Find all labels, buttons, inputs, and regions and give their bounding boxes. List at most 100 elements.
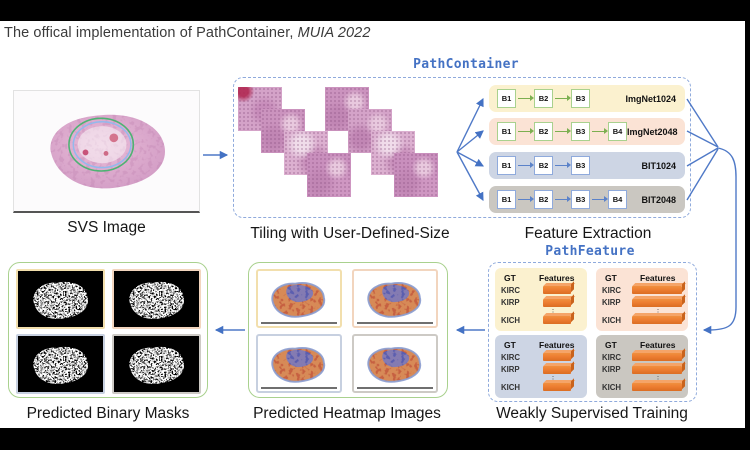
tiling-label: Tiling with User-Defined-Size — [250, 225, 450, 242]
feature-bar — [543, 316, 571, 324]
block-b3: B3 — [571, 122, 590, 141]
class-label: KIRP — [602, 298, 621, 307]
feature-bar — [632, 365, 682, 374]
block-label: B2 — [538, 195, 549, 204]
binary-mask-bit1024 — [16, 334, 105, 394]
features-header: Features — [640, 340, 676, 350]
arrow-features-to-training — [702, 147, 737, 335]
class-label: KIRC — [602, 352, 622, 362]
class-label: KICH — [501, 382, 521, 392]
block-label: B2 — [538, 94, 549, 103]
page-title: The offical implementation of PathContai… — [4, 25, 371, 41]
merge-line-row4 — [686, 148, 719, 201]
features-header: Features — [640, 273, 676, 283]
merge-line-row2 — [686, 130, 719, 148]
training-label: Weakly Supervised Training — [496, 405, 688, 422]
feature-bar — [543, 353, 571, 361]
class-label: KIRC — [501, 352, 521, 362]
feature-bar — [632, 383, 682, 391]
gt-header: GT — [605, 340, 617, 350]
block-b2: B2 — [534, 190, 553, 209]
feature-bag-bit1024: GT Features KIRC KIRP ⋮ KICH — [495, 335, 587, 398]
features-header: Features — [539, 273, 575, 283]
feature-bar — [543, 286, 571, 294]
backbone-row-imgnet2048: B1 B2 B3 B4 ImgNet2048 — [489, 118, 685, 145]
merge-line-row3 — [686, 147, 719, 167]
backbone-name: ImgNet2048 — [627, 126, 678, 137]
feature-bar — [543, 298, 571, 307]
block-b1: B1 — [497, 190, 516, 209]
backbone-name: BIT2048 — [641, 194, 676, 205]
backbone-name: ImgNet1024 — [625, 93, 676, 104]
svs-image-label: SVS Image — [67, 219, 146, 236]
histology-tile — [394, 153, 438, 197]
block-b3: B3 — [571, 156, 590, 175]
block-b2: B2 — [534, 156, 553, 175]
histology-tile — [307, 153, 351, 197]
class-label: KICH — [602, 315, 622, 325]
ellipsis: ⋮ — [654, 305, 662, 314]
heatmaps-label: Predicted Heatmap Images — [253, 405, 441, 422]
class-label: KICH — [602, 382, 622, 392]
ellipsis: ⋮ — [654, 372, 662, 381]
arrow-right-icon — [518, 195, 534, 204]
page-title-venue: MUIA 2022 — [297, 25, 371, 41]
feature-bar — [543, 365, 571, 374]
backbone-row-bit1024: B1 B2 B3 BIT1024 — [489, 152, 685, 179]
feature-bar — [632, 286, 682, 294]
block-b4: B4 — [608, 122, 627, 141]
ellipsis: ⋮ — [549, 305, 557, 314]
arrow-right-icon — [592, 127, 608, 136]
arrow-right-icon — [555, 94, 571, 103]
svs-slide-image — [13, 90, 200, 213]
path-feature-title: PathFeature — [545, 244, 635, 259]
block-label: B1 — [501, 94, 512, 103]
heatmap-image-bit2048 — [352, 334, 438, 393]
feature-bar — [632, 298, 682, 307]
block-label: B1 — [501, 127, 512, 136]
backbone-row-bit2048: B1 B2 B3 B4 BIT2048 — [489, 186, 685, 213]
block-label: B2 — [538, 161, 549, 170]
class-label: KIRP — [501, 365, 520, 374]
class-label: KIRC — [602, 285, 622, 295]
block-b1: B1 — [497, 122, 516, 141]
merge-line-row1 — [686, 98, 719, 148]
block-label: B2 — [538, 127, 549, 136]
features-header: Features — [539, 340, 575, 350]
arrow-right-icon — [518, 161, 534, 170]
arrow-right-icon — [592, 195, 608, 204]
svs-tissue-art — [50, 114, 166, 189]
feature-extraction-label: Feature Extraction — [524, 225, 652, 242]
block-b1: B1 — [497, 89, 516, 108]
gt-header: GT — [504, 273, 516, 283]
heatmap-image-imgnet1024 — [256, 269, 342, 328]
figure-canvas: The offical implementation of PathContai… — [0, 21, 745, 428]
path-feature-box — [488, 262, 697, 402]
feature-bar — [632, 316, 682, 324]
ellipsis: ⋮ — [549, 372, 557, 381]
block-label: B3 — [575, 161, 586, 170]
block-label: B4 — [612, 127, 623, 136]
feature-bar — [543, 383, 571, 391]
backbone-name: BIT1024 — [641, 160, 676, 171]
block-label: B4 — [612, 195, 623, 204]
block-b2: B2 — [534, 89, 553, 108]
class-label: KICH — [501, 315, 521, 325]
page-title-text: The offical implementation of PathContai… — [4, 25, 298, 41]
backbone-row-imgnet1024: B1 B2 B3 ImgNet1024 — [489, 85, 685, 112]
class-label: KIRP — [602, 365, 621, 374]
class-label: KIRC — [501, 285, 521, 295]
block-b3: B3 — [571, 89, 590, 108]
block-label: B1 — [501, 195, 512, 204]
block-label: B3 — [575, 127, 586, 136]
heatmap-image-bit1024 — [256, 334, 342, 393]
block-b4: B4 — [608, 190, 627, 209]
class-label: KIRP — [501, 298, 520, 307]
binary-mask-imgnet2048 — [112, 269, 201, 329]
block-label: B3 — [575, 195, 586, 204]
arrow-right-icon — [555, 161, 571, 170]
path-container-title: PathContainer — [413, 57, 519, 72]
gt-header: GT — [504, 340, 516, 350]
